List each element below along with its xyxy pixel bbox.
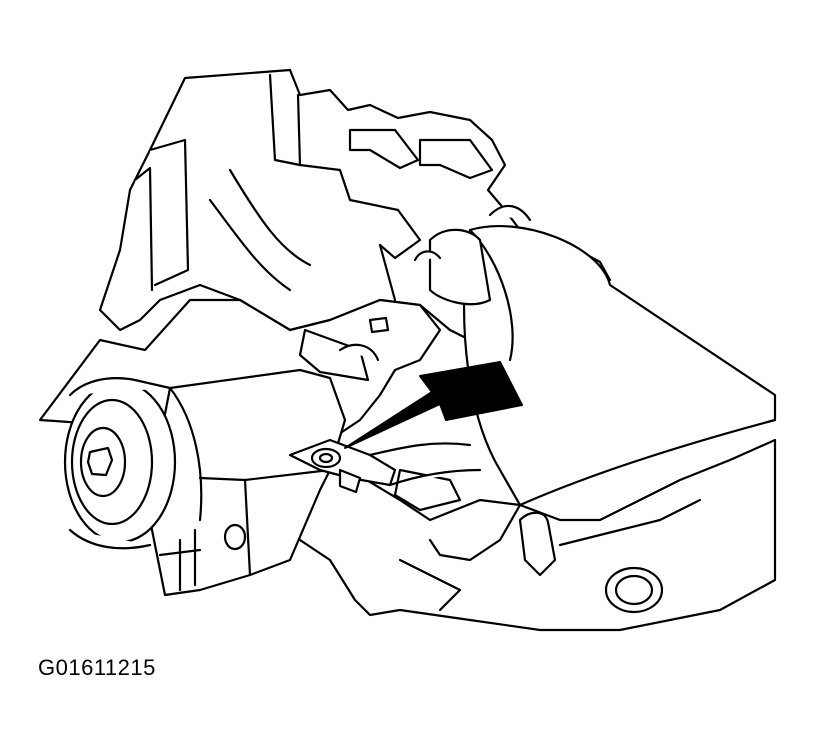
bolt-boss — [604, 566, 664, 614]
technical-illustration — [38, 68, 777, 632]
pointer-arrow — [344, 361, 523, 449]
release-pin — [288, 438, 482, 494]
illustration-svg — [38, 68, 777, 632]
figure-id-label: G01611215 — [38, 655, 156, 680]
column-cylinder — [413, 204, 777, 507]
lock-cylinder — [63, 368, 347, 597]
upper-housing — [98, 68, 612, 347]
